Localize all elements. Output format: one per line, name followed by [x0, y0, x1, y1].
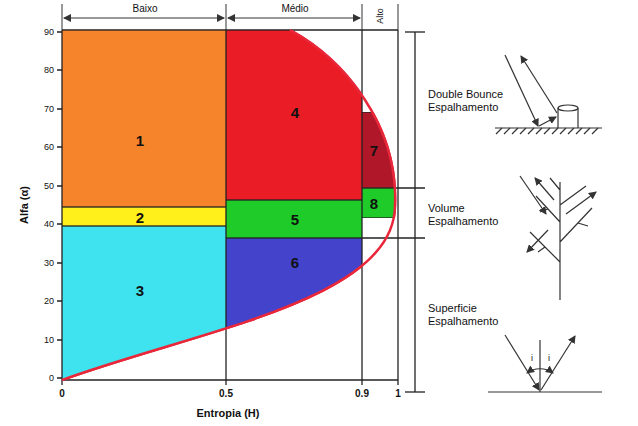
feasibility-curve — [362, 188, 395, 218]
range-label: Alto — [375, 6, 385, 26]
bracket-tick — [62, 4, 63, 30]
zone-region: 5 — [226, 200, 362, 238]
axis-label: 0.5 — [219, 388, 233, 400]
bracket-line — [414, 32, 415, 392]
axis-label: 0.9 — [355, 388, 369, 400]
feasibility-curve — [226, 30, 362, 200]
zone-fill — [362, 188, 398, 218]
stump-top — [558, 105, 578, 111]
zone-region: 7 — [362, 112, 398, 188]
ground-line — [495, 127, 602, 128]
feasibility-curve — [62, 30, 226, 207]
angle-label: i — [548, 353, 550, 363]
zone-region: 3 — [62, 226, 226, 380]
axis-label: 30 — [44, 258, 54, 268]
bounce-ray — [539, 117, 556, 126]
zone-region: 4 — [226, 30, 362, 200]
zone-fill — [62, 207, 226, 226]
feasibility-curve — [62, 207, 226, 226]
zone-fill — [62, 226, 226, 380]
volume-icon — [520, 176, 596, 300]
mechanism-label: Superficie Espalhamento — [428, 302, 514, 327]
zone-shape — [362, 188, 398, 218]
axis-label: 10 — [44, 335, 54, 345]
ground-line — [488, 391, 602, 392]
axis-label: 90 — [44, 27, 54, 37]
normal-line — [539, 340, 540, 392]
axis-label: 40 — [44, 219, 54, 229]
range-bracket — [62, 4, 398, 30]
bracket-tick — [362, 4, 363, 30]
surface-icon — [488, 335, 602, 392]
axis-label: 0 — [49, 373, 54, 383]
zone-number: 3 — [136, 283, 144, 298]
bracket-tick — [226, 4, 227, 30]
incident-ray — [520, 176, 546, 214]
axis-label: 70 — [44, 104, 54, 114]
bracket-tick — [398, 4, 399, 30]
zone-region: 1 — [62, 30, 226, 207]
zone-fill — [62, 30, 226, 207]
angle-arc — [527, 369, 553, 373]
feasibility-curve — [62, 30, 395, 380]
bracket-tick — [405, 31, 425, 32]
zone-number: 8 — [370, 196, 378, 211]
scatter-ray — [566, 192, 596, 214]
ground-hatch — [496, 128, 598, 134]
feasibility-curve — [226, 238, 362, 380]
axis-label: 50 — [44, 181, 54, 191]
zone-shape — [62, 30, 226, 207]
feasibility-curve — [226, 200, 362, 238]
range-label: Médio — [279, 3, 310, 15]
double-bounce-icon — [495, 55, 602, 134]
axis-label: 0 — [59, 388, 65, 400]
feasibility-curve — [362, 112, 395, 188]
zone-shape — [362, 112, 398, 188]
scatter-ray — [535, 178, 554, 200]
axis-frame — [57, 30, 425, 392]
incident-ray — [505, 55, 538, 126]
mechanism-label: Volume Espalhamento — [428, 202, 514, 227]
x-axis — [62, 379, 398, 380]
dimension-line — [228, 18, 360, 19]
incident-ray — [505, 335, 539, 390]
bracket-tick — [405, 391, 425, 392]
mechanism-label: Entropia (H) — [197, 407, 260, 420]
zone-region: 6 — [226, 238, 362, 380]
scatter-ray — [527, 230, 548, 252]
return-ray — [521, 56, 557, 113]
axis-label: 60 — [44, 142, 54, 152]
angle-label: i — [531, 353, 533, 363]
reflected-ray — [541, 336, 575, 390]
zone-region: 8 — [362, 188, 398, 218]
mechanism-label: Double Bounce Espalhamento — [428, 88, 514, 113]
x-ticks — [62, 380, 398, 385]
axis-label: 1 — [395, 388, 401, 400]
zone-fill — [226, 238, 362, 380]
dimension-line — [64, 18, 224, 19]
axis-label: Alfa (α) — [18, 186, 31, 224]
zone-shape — [62, 226, 226, 380]
zone-fill — [226, 30, 362, 200]
zone-number: 7 — [370, 143, 378, 158]
y-ticks — [57, 32, 62, 378]
zone-number: 4 — [291, 105, 299, 120]
zone-number: 5 — [291, 212, 299, 227]
grid-line — [397, 30, 398, 380]
range-label: Baixo — [130, 3, 159, 15]
zone-region: 2 — [62, 207, 226, 226]
zone-number: 1 — [136, 133, 144, 148]
axis-label: 20 — [44, 296, 54, 306]
zone-number: 6 — [291, 255, 299, 270]
axis-label: 80 — [44, 65, 54, 75]
zone-number: 2 — [136, 209, 144, 224]
feasibility-curve — [62, 226, 226, 380]
zone-fill — [226, 200, 362, 238]
